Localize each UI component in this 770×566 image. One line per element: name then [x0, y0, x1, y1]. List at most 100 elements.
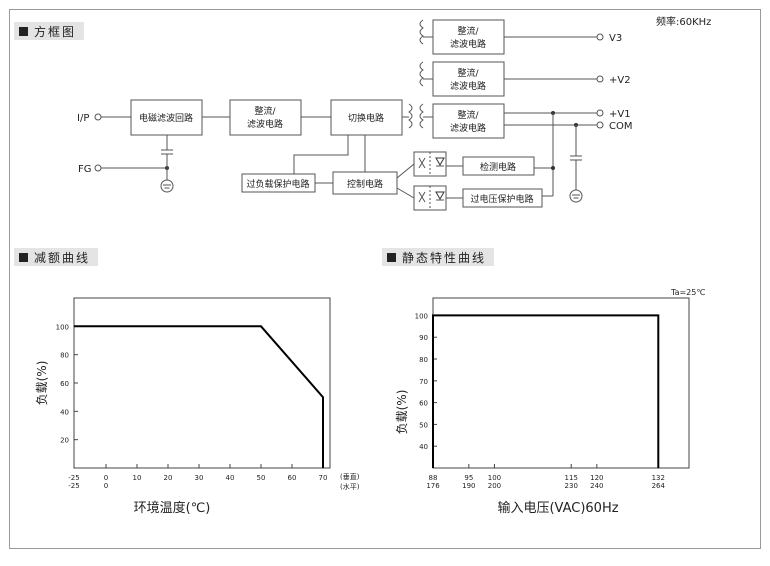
terminal-v2-circle	[596, 75, 604, 83]
terminal-v3: V3	[609, 33, 622, 44]
terminal-v3-circle	[596, 33, 604, 41]
terminal-v1-circle	[596, 109, 604, 117]
section-title-derating: 减额曲线	[14, 248, 99, 266]
x-tick-label-alt: 264	[652, 482, 666, 490]
block-output-rectifier-v2	[432, 61, 505, 97]
block-label: 切换电路	[348, 112, 384, 124]
x-tick-label: -25	[68, 474, 79, 482]
section-title-text: 静态特性曲线	[402, 250, 487, 265]
block-diagram: I/P FG 电磁滤波回路 整流/ 滤波电路 切换电路	[77, 19, 632, 211]
square-bullet-icon	[19, 252, 28, 262]
x-tick-label-alt: 200	[488, 482, 501, 490]
block-output-rectifier-v1	[432, 103, 505, 139]
y-tick-label: 20	[60, 437, 69, 445]
section-title-static: 静态特性曲线	[382, 248, 495, 266]
x-tick-label-alt: 0	[104, 482, 108, 490]
wire	[396, 187, 415, 199]
x-tick-label: 120	[590, 474, 603, 482]
annotation-ta: Ta=25℃	[670, 288, 705, 297]
block-emi-label: 电磁滤波回路	[139, 112, 193, 124]
transformer-coil-v3	[419, 19, 424, 45]
terminal-fg-circle	[94, 164, 102, 172]
x-tick-label: 88	[429, 474, 438, 482]
axis-note-vertical: (垂直)	[340, 472, 360, 481]
led-icon	[435, 191, 445, 201]
transformer-coil-v2	[419, 61, 424, 87]
block-label: 整流/	[254, 105, 276, 117]
x-tick-label-alt: 240	[590, 482, 603, 490]
x-tick-label: 20	[164, 474, 173, 482]
terminal-ip-circle	[94, 113, 102, 121]
block-label: 滤波电路	[450, 122, 486, 134]
x-axis-label: 环境温度(℃)	[134, 500, 211, 516]
ground-icon	[160, 179, 174, 193]
transformer-primary	[408, 103, 413, 129]
block-input-rectifier	[229, 99, 302, 136]
y-tick-label: 80	[60, 352, 69, 360]
y-tick-label: 100	[415, 312, 428, 320]
block-label: 过电压保护电路	[470, 193, 533, 205]
axis-note-horizontal: (水平)	[340, 482, 360, 491]
wire	[293, 135, 349, 174]
plot-area	[432, 297, 690, 469]
square-bullet-icon	[19, 26, 28, 36]
block-switching	[330, 99, 403, 136]
phototransistor-icon	[418, 157, 426, 169]
spec-frame	[9, 9, 761, 549]
y-tick-label: 70	[419, 378, 428, 386]
terminal-v1: +V1	[609, 109, 631, 120]
y-tick-label: 80	[419, 356, 428, 364]
x-axis-label: 输入电压(VAC)60Hz	[497, 500, 618, 516]
y-tick-label: 40	[60, 408, 69, 416]
block-label: 过负载保护电路	[246, 178, 309, 190]
block-label: 检测电路	[480, 161, 516, 173]
y-tick-label: 100	[56, 323, 69, 331]
series-line	[432, 314, 660, 468]
frequency-note: 频率:60KHz	[656, 15, 711, 28]
phototransistor-icon	[418, 191, 426, 203]
terminal-ip: I/P	[77, 113, 89, 124]
y-tick-label: 40	[419, 443, 428, 451]
junction-dot	[551, 166, 555, 170]
y-tick-label: 90	[419, 334, 428, 342]
block-label: 滤波电路	[450, 38, 486, 50]
ground-icon	[569, 189, 583, 203]
x-tick-label-alt: 190	[462, 482, 475, 490]
block-label: 整流/	[457, 25, 479, 37]
y-axis-label: 负载(%)	[35, 361, 49, 406]
x-tick-label-alt: 176	[426, 482, 440, 490]
series-line	[74, 325, 324, 468]
x-tick-label-alt: 230	[565, 482, 578, 490]
y-tick-label: 60	[60, 380, 69, 388]
y-tick-label: 60	[419, 400, 428, 408]
terminal-com-circle	[596, 121, 604, 129]
x-tick-label: 0	[104, 474, 108, 482]
plot-area	[73, 297, 331, 469]
x-tick-label: 70	[319, 474, 328, 482]
block-label: 滤波电路	[247, 118, 283, 130]
led-icon	[435, 157, 445, 167]
wire	[396, 163, 415, 179]
terminal-fg: FG	[78, 164, 92, 175]
x-tick-label: 100	[488, 474, 501, 482]
x-tick-label: 60	[288, 474, 297, 482]
block-label: 整流/	[457, 67, 479, 79]
square-bullet-icon	[387, 252, 396, 262]
y-tick-label: 50	[419, 421, 428, 429]
terminal-com: COM	[609, 121, 632, 132]
x-tick-label: 30	[195, 474, 204, 482]
x-tick-label: 132	[652, 474, 665, 482]
x-tick-label: 10	[133, 474, 142, 482]
block-output-rectifier-v3	[432, 19, 505, 55]
y-axis-label: 负载(%)	[395, 390, 409, 435]
block-label: 滤波电路	[450, 80, 486, 92]
x-tick-label: 95	[464, 474, 473, 482]
x-tick-label: 50	[257, 474, 266, 482]
block-label: 整流/	[457, 109, 479, 121]
x-tick-label: 115	[565, 474, 578, 482]
x-tick-label-alt: -25	[68, 482, 79, 490]
section-title-block-diagram: 方框图	[14, 22, 85, 40]
